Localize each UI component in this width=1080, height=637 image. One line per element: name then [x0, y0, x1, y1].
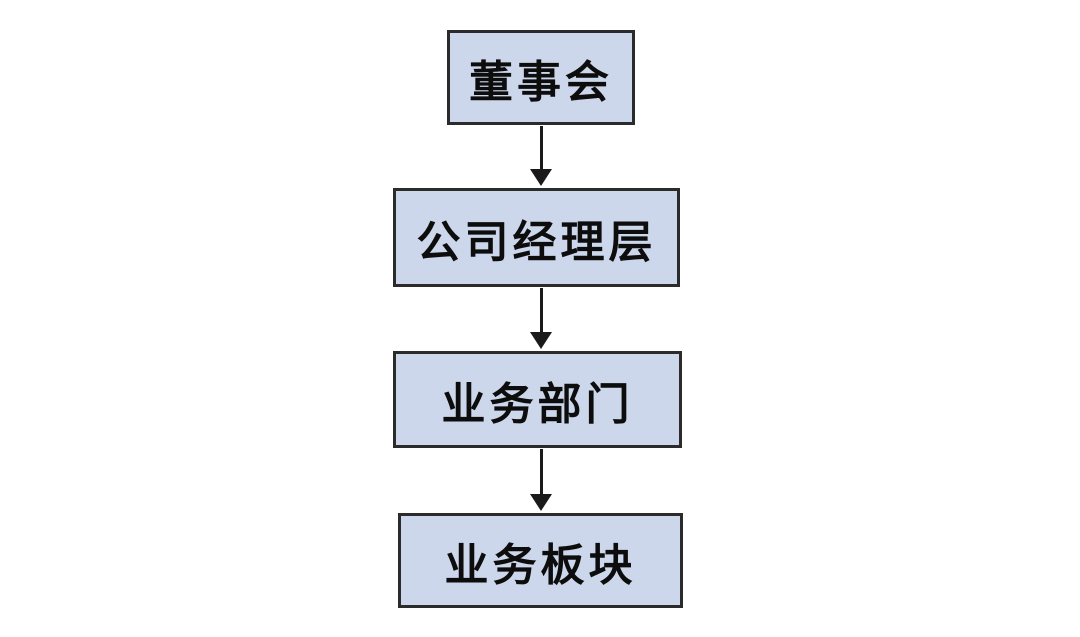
- node-label: 公司经理层: [416, 216, 657, 268]
- arrow-head: [530, 332, 552, 349]
- node-business-department: 业务部门: [393, 351, 682, 448]
- node-board-of-directors: 董事会: [447, 30, 635, 125]
- arrow-down-icon: [528, 449, 554, 511]
- arrow-shaft: [539, 126, 543, 169]
- node-label: 董事会: [469, 56, 613, 108]
- arrow-head: [530, 169, 552, 186]
- node-label: 业务板块: [444, 539, 637, 591]
- arrow-head: [530, 494, 552, 511]
- node-company-management: 公司经理层: [393, 188, 680, 287]
- arrow-down-icon: [528, 288, 554, 349]
- arrow-shaft: [539, 288, 543, 332]
- arrow-shaft: [539, 449, 543, 494]
- arrow-down-icon: [528, 126, 554, 186]
- node-business-segment: 业务板块: [398, 513, 683, 608]
- node-label: 业务部门: [441, 378, 634, 430]
